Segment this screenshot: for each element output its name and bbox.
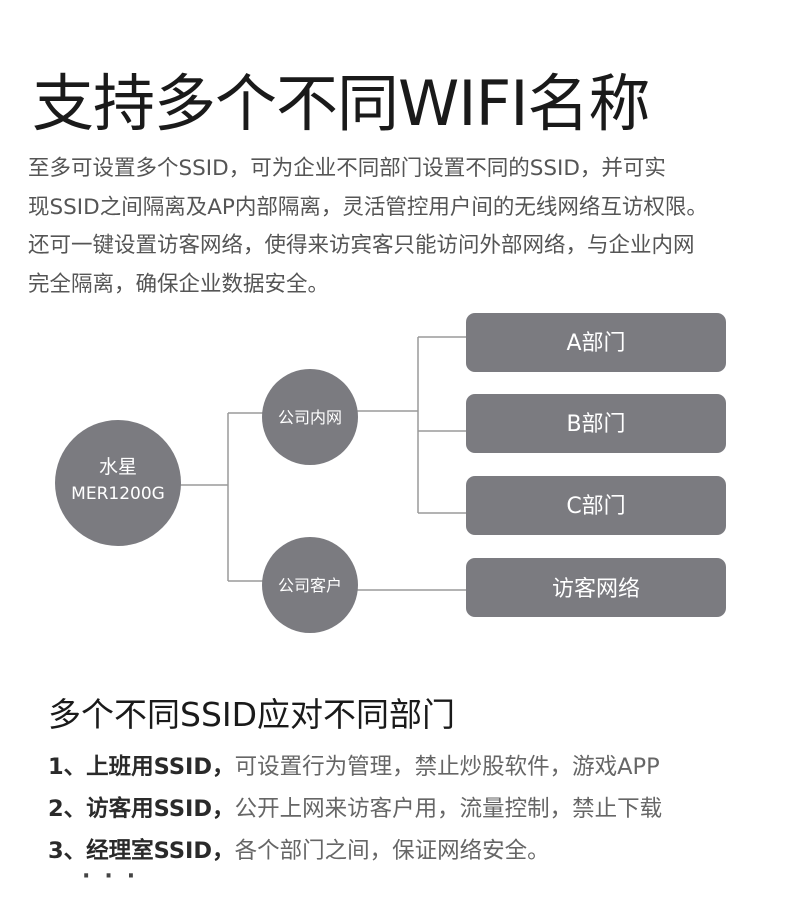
list-item-text: 可设置行为管理，禁止炒股软件，游戏APP xyxy=(234,754,660,780)
root-node-name: 水星 xyxy=(99,456,137,478)
list-item: 1、上班用SSID，可设置行为管理，禁止炒股软件，游戏APP xyxy=(48,748,662,790)
list-item-heading: 经理室SSID， xyxy=(86,838,235,864)
leaf-node-b-label: B部门 xyxy=(566,412,625,437)
list-item-number: 1、 xyxy=(48,754,87,780)
ssid-diagram: 水星 MER1200G 公司内网 公司客户 A部门 B部门 C部门 访客网络 xyxy=(55,313,726,633)
description: 至多可设置多个SSID，可为企业不同部门设置不同的SSID，并可实 现SSID之… xyxy=(28,150,788,304)
branch-node-clients xyxy=(262,537,358,633)
branch-node-intranet xyxy=(262,369,358,465)
leaf-node-guest xyxy=(466,558,726,617)
list-item-heading: 访客用SSID， xyxy=(86,796,235,822)
leaf-node-a-label: A部门 xyxy=(566,331,625,356)
description-line: 完全隔离，确保企业数据安全。 xyxy=(28,271,330,297)
list-item-text: 各个部门之间，保证网络安全。 xyxy=(234,838,550,864)
leaf-node-c-label: C部门 xyxy=(566,494,625,519)
branch-node-clients-label: 公司客户 xyxy=(278,576,342,595)
leaf-node-a xyxy=(466,313,726,372)
list-item-number: 3、 xyxy=(48,838,87,864)
leaf-node-b xyxy=(466,394,726,453)
list-item: 2、访客用SSID，公开上网来访客户用，流量控制，禁止下载 xyxy=(48,790,662,832)
root-node-model: MER1200G xyxy=(71,484,165,504)
description-line: 现SSID之间隔离及AP内部隔离，灵活管控用户间的无线网络互访权限。 xyxy=(28,194,708,220)
list-item-text: 公开上网来访客户用，流量控制，禁止下载 xyxy=(234,796,663,822)
root-node xyxy=(55,420,181,546)
ellipsis: ··· xyxy=(82,864,150,889)
connector-lines xyxy=(180,336,466,591)
ssid-list: 1、上班用SSID，可设置行为管理，禁止炒股软件，游戏APP 2、访客用SSID… xyxy=(48,748,662,874)
section-title: 多个不同SSID应对不同部门 xyxy=(48,695,456,734)
list-item-heading: 上班用SSID， xyxy=(86,754,235,780)
branch-node-intranet-label: 公司内网 xyxy=(278,408,342,427)
list-item: 3、经理室SSID，各个部门之间，保证网络安全。 xyxy=(48,832,662,874)
leaf-node-guest-label: 访客网络 xyxy=(552,577,640,602)
list-item-number: 2、 xyxy=(48,796,87,822)
description-line: 至多可设置多个SSID，可为企业不同部门设置不同的SSID，并可实 xyxy=(28,156,666,181)
description-line: 还可一键设置访客网络，使得来访宾客只能访问外部网络，与企业内网 xyxy=(28,233,695,258)
leaf-node-c xyxy=(466,476,726,535)
page-title: 支持多个不同WIFI名称 xyxy=(32,67,651,140)
